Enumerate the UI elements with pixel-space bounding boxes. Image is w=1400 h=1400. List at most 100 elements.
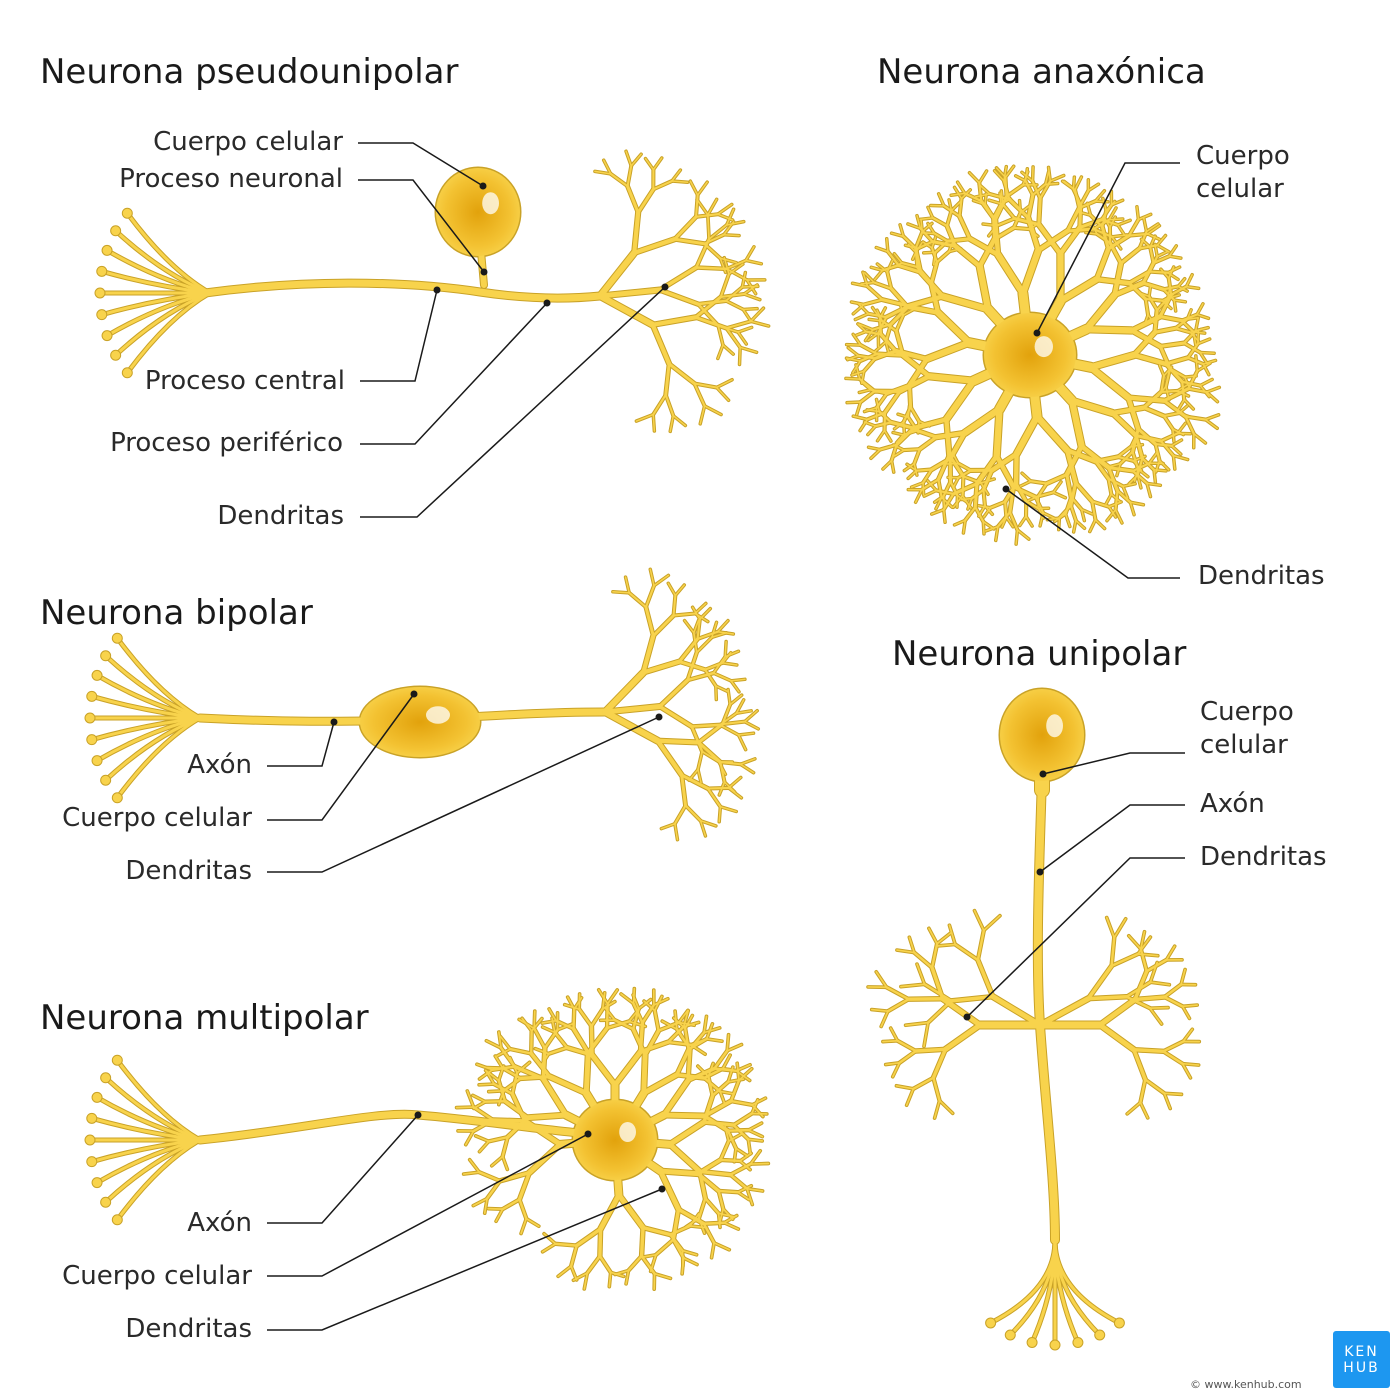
dendrite-branch	[923, 1021, 929, 1048]
dendrite-branch	[913, 448, 921, 465]
dendrite-branch	[1131, 330, 1158, 358]
title-multipolar: Neurona multipolar	[40, 998, 369, 1038]
dendrite-branch	[914, 230, 924, 250]
dendrite-branch	[1094, 455, 1120, 463]
dendrite-branch	[1132, 1047, 1165, 1054]
dendrite-branch	[498, 1089, 505, 1106]
dendrite-branch	[1108, 207, 1117, 221]
dendrite-branch	[696, 618, 701, 640]
dendrite-branch	[468, 1158, 481, 1174]
dendrite-branch	[889, 1027, 899, 1042]
cell-body-highlight	[482, 192, 499, 215]
leader-line	[267, 1114, 419, 1224]
dendrite-branch	[651, 614, 676, 638]
dendrite-branch	[640, 1254, 656, 1275]
dendrite-branch	[635, 413, 654, 422]
dendrite-branch	[974, 506, 985, 523]
dendrite-branch	[717, 213, 734, 221]
dendrite-branch	[978, 170, 988, 184]
dendrite-branch	[904, 1021, 929, 1027]
dendrite-branch	[1144, 297, 1150, 316]
dendrite-branch	[987, 224, 998, 237]
dendrite-branch	[1187, 369, 1199, 390]
dendrite-branch	[680, 773, 710, 790]
dendrite-branch	[1103, 215, 1111, 229]
dendrite-branch	[931, 1047, 948, 1080]
dendrite-branch	[741, 271, 747, 288]
dendrite-branch	[654, 1238, 675, 1257]
label-cuerpo-celular: Cuerpo celular	[153, 127, 343, 157]
dendrite-branch	[1138, 244, 1159, 250]
dendrite-branch	[926, 999, 953, 1024]
kenhub-logo[interactable]: KEN HUB	[1333, 1331, 1390, 1388]
dendrite-branch	[992, 202, 1003, 219]
dendrite-branch	[1160, 268, 1170, 279]
leader-line	[267, 693, 415, 821]
dendrite-branch	[737, 326, 753, 333]
dendrite-branch	[979, 199, 997, 222]
dendrite-branch	[1031, 180, 1042, 200]
dendrite-branch	[1089, 519, 1097, 533]
dendrite-branch	[747, 1129, 764, 1138]
dendrite-branch	[604, 1006, 616, 1021]
dendrite-branch	[750, 307, 765, 323]
dendrite-branch	[472, 1118, 495, 1133]
dendrite-branch	[1183, 375, 1197, 378]
label-cuerpo-celular: Cuerpo celular	[1200, 697, 1294, 760]
leader-dot	[963, 1013, 971, 1021]
dendrite-branch	[1194, 317, 1199, 332]
dendrite-branch	[1193, 433, 1207, 444]
dendrite-branch	[708, 224, 728, 240]
terminal-bouton	[1094, 1329, 1106, 1341]
dendrite-branch	[1153, 326, 1178, 334]
dendrite-branch	[466, 1090, 475, 1108]
dendrite-branch	[688, 768, 699, 782]
dendrite-branch	[1110, 199, 1124, 206]
dendrite-branch	[1162, 414, 1174, 431]
dendrite-branch	[1117, 219, 1131, 226]
dendrite-branch	[498, 1170, 532, 1183]
dendrite-branch	[921, 468, 933, 484]
dendrite-branch	[1185, 285, 1200, 290]
dendrite-branch	[937, 478, 943, 499]
dendrite-branch	[641, 633, 656, 675]
dendrite-branch	[940, 496, 953, 508]
leader-lines	[267, 142, 1185, 1331]
dendrite-branch	[627, 1254, 643, 1272]
dendrite-branch	[661, 1112, 707, 1119]
dendrite-branch	[747, 1122, 763, 1131]
dendrite-branch	[1011, 485, 1038, 499]
dendrite-branch	[703, 1015, 708, 1034]
dendrite-branch	[1086, 964, 1114, 1001]
dendrite-branch	[1153, 468, 1167, 472]
label-dendritas: Dendritas	[125, 856, 252, 886]
dendrite-branch	[686, 1047, 692, 1083]
dendrite-branch	[1024, 167, 1029, 182]
dendrite-branch	[540, 1076, 569, 1118]
dendrite-branch	[885, 986, 910, 1001]
dendrite-branch	[870, 266, 884, 272]
dendrite-branch	[1173, 299, 1177, 312]
dendrite-branch	[920, 478, 940, 491]
dendrite-branch	[874, 421, 893, 428]
cell-body	[984, 313, 1076, 397]
dendrite-branch	[719, 724, 740, 736]
axon-terminal	[90, 694, 202, 720]
label-cuerpo-celular: Cuerpo celular	[1196, 141, 1290, 204]
dendrite-branch	[884, 1061, 901, 1066]
dendrite-branch	[1136, 205, 1140, 221]
dendrite-branch	[1180, 313, 1199, 322]
dendrite-branch	[747, 1138, 764, 1142]
dendrite-branch	[657, 678, 690, 709]
dendrite-branch	[1125, 980, 1152, 998]
dendrite-branch	[942, 508, 946, 524]
dendrite-branch	[885, 238, 889, 253]
dendrite-branch	[706, 786, 730, 790]
dendrite-branch	[967, 236, 1001, 257]
dendrite-branch	[890, 232, 905, 238]
dendrite-branch	[1072, 187, 1082, 206]
dendrite-branch	[520, 1217, 528, 1235]
dendrite-branch	[737, 1184, 753, 1194]
leader-dot	[655, 713, 663, 721]
dendrite-branch	[1037, 482, 1048, 498]
